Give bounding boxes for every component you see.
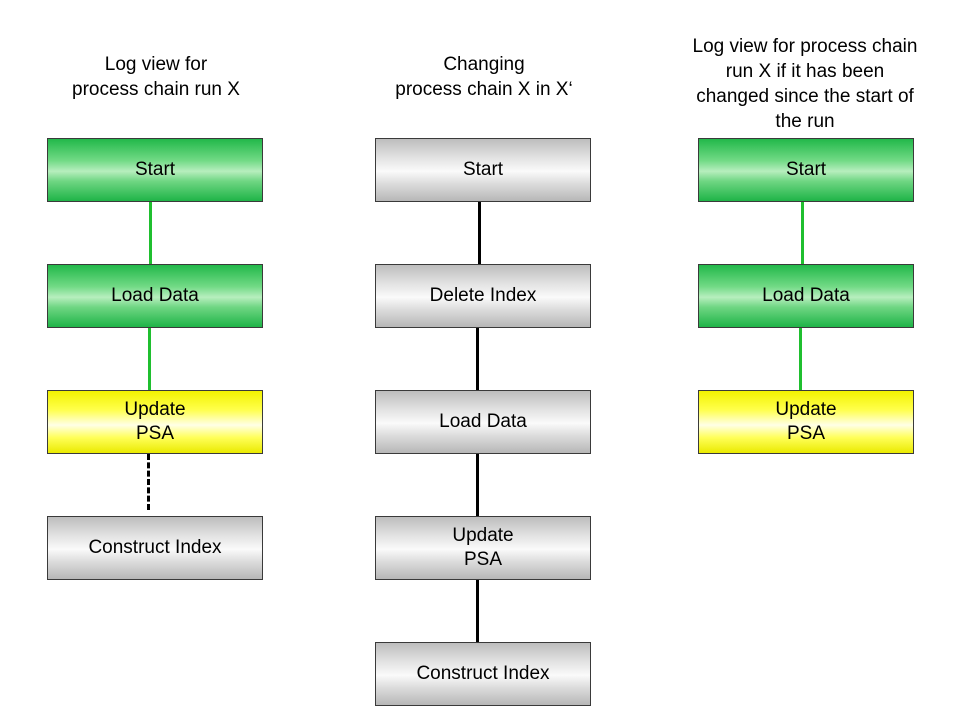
connector <box>476 328 479 390</box>
step-load-data: Load Data <box>47 264 263 328</box>
column-3-title: Log view for process chain run X if it h… <box>692 36 918 132</box>
step-delete-index: Delete Index <box>375 264 591 328</box>
connector <box>799 328 802 390</box>
step-update-psa: Update PSA <box>375 516 591 580</box>
step-start: Start <box>47 138 263 202</box>
connector-pending-dashed <box>147 454 150 510</box>
step-update-psa: Update PSA <box>698 390 914 454</box>
column-2-title: Changing process chain X in X‘ <box>395 54 573 100</box>
connector <box>476 580 479 642</box>
step-start: Start <box>375 138 591 202</box>
step-start: Start <box>698 138 914 202</box>
connector <box>149 202 152 264</box>
connector <box>478 202 481 264</box>
connector <box>801 202 804 264</box>
step-update-psa: Update PSA <box>47 390 263 454</box>
step-construct-index: Construct Index <box>375 642 591 706</box>
connector <box>148 328 151 390</box>
step-load-data: Load Data <box>375 390 591 454</box>
column-1-title: Log view for process chain run X <box>72 54 240 100</box>
connector <box>476 454 479 516</box>
step-construct-index: Construct Index <box>47 516 263 580</box>
step-load-data: Load Data <box>698 264 914 328</box>
